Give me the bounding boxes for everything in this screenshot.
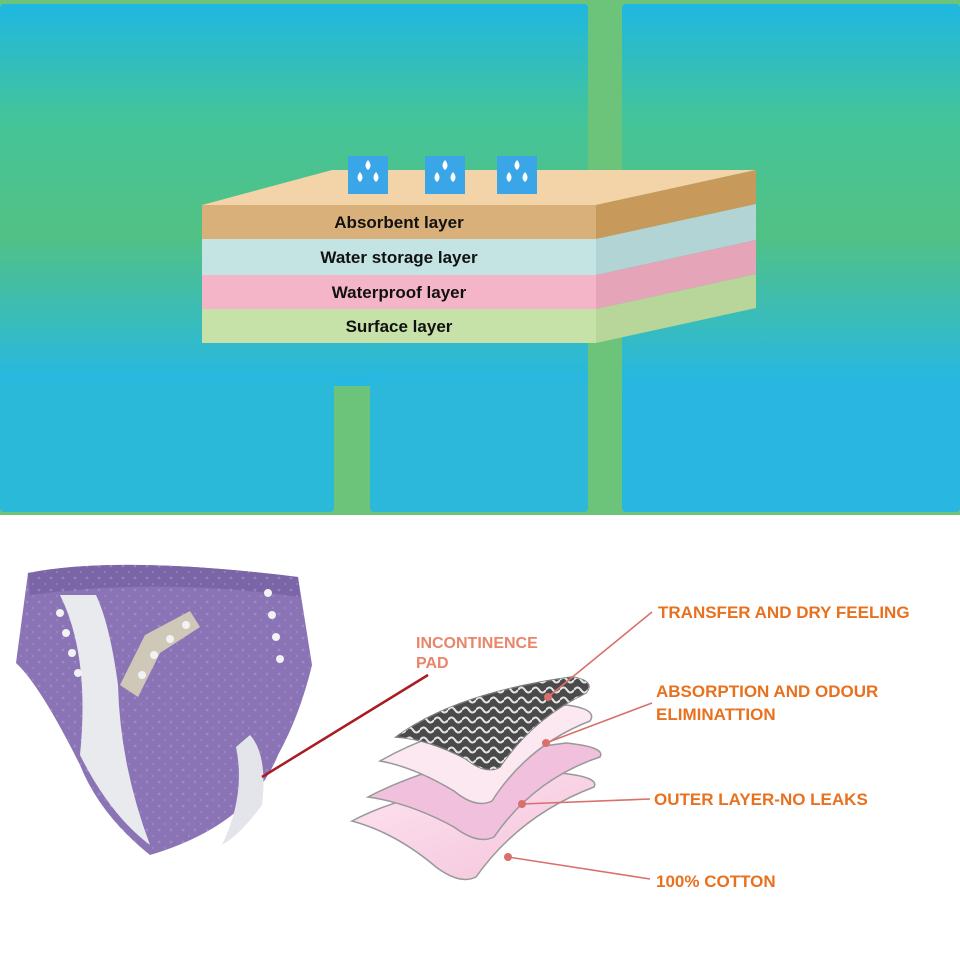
callout-cotton: 100% COTTON <box>656 872 776 891</box>
water-drops-icon <box>425 156 465 194</box>
callouts: TRANSFER AND DRY FEELING ABSORPTION AND … <box>504 603 910 891</box>
layer-band <box>202 205 596 239</box>
pad-label-leader <box>261 673 429 779</box>
water-drops-icon <box>348 156 388 194</box>
callout-absorption-line2: ELIMINATTION <box>656 705 776 724</box>
layer-band <box>202 239 596 275</box>
background-tile <box>0 382 334 512</box>
pad-label-line2: PAD <box>416 655 449 672</box>
layer-stack-top-face <box>202 170 756 205</box>
pad-label-line1: INCONTINENCE <box>416 635 538 652</box>
callout-leader <box>545 702 653 744</box>
incontinence-underwear-image <box>16 564 312 855</box>
callout-leader <box>507 856 651 880</box>
layer-label: Absorbent layer <box>334 213 464 232</box>
layer-side <box>596 274 756 343</box>
background-tile <box>370 382 588 512</box>
callout-transfer-dry: TRANSFER AND DRY FEELING <box>658 603 910 622</box>
callout-leader <box>547 611 653 698</box>
water-drops-icon <box>497 156 537 194</box>
pad-layers-exploded <box>349 676 602 881</box>
layer-label: Surface layer <box>346 317 453 336</box>
pad-diagram-panel: INCONTINENCE PAD TRANSFER AND DRY FEELIN… <box>0 515 960 960</box>
layer-side <box>596 240 756 309</box>
callout-leader <box>521 798 651 805</box>
callout-dot <box>542 739 550 747</box>
layer-band <box>202 309 596 343</box>
background-tile <box>622 382 960 512</box>
callout-outer-layer: OUTER LAYER-NO LEAKS <box>654 790 868 809</box>
layer-label: Waterproof layer <box>332 283 467 302</box>
layer-side <box>596 170 756 239</box>
layer-side <box>596 204 756 275</box>
callout-dot <box>504 853 512 861</box>
layer-band <box>202 275 596 309</box>
callout-dot <box>544 693 552 701</box>
layer-label: Water storage layer <box>320 248 478 267</box>
callout-absorption-line1: ABSORPTION AND ODOUR <box>656 682 878 701</box>
water-drops-group <box>348 156 537 194</box>
callout-dot <box>518 800 526 808</box>
